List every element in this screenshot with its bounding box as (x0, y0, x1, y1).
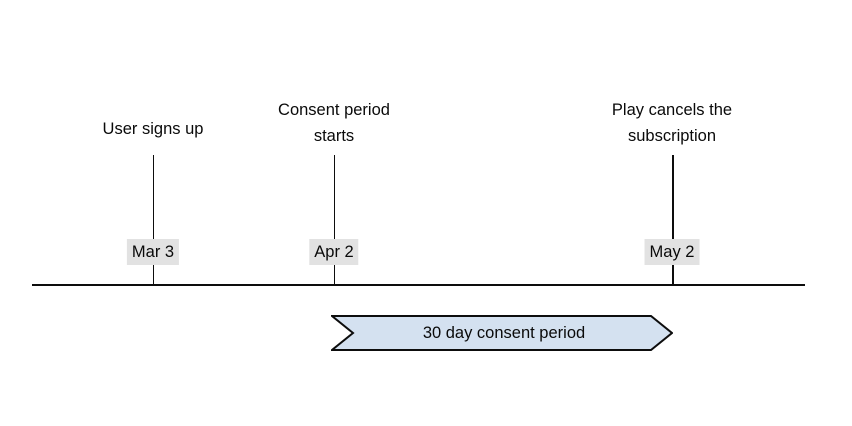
event-tick-line (334, 155, 335, 285)
consent-period-banner: 30 day consent period (331, 315, 673, 351)
event-title: Consent period starts (278, 97, 390, 149)
timeline-axis (32, 284, 805, 286)
event-date-badge: Apr 2 (309, 239, 359, 265)
event-tick-line (153, 155, 154, 285)
event-date-badge: May 2 (644, 239, 700, 265)
event-title-line: starts (313, 127, 355, 145)
event-title: User signs up (103, 116, 204, 142)
event-title-line: subscription (627, 127, 717, 145)
event-title-line: Play cancels the (611, 101, 733, 119)
event-date-badge: Mar 3 (126, 239, 180, 265)
banner-label: 30 day consent period (422, 323, 586, 342)
event-tick-line (672, 155, 674, 285)
banner-arrow-icon (331, 315, 673, 351)
banner-chevron-shape (331, 315, 673, 351)
event-title-line: Consent period (278, 101, 390, 119)
event-title: Play cancels the subscription (612, 97, 732, 149)
event-title-line: User signs up (102, 120, 204, 138)
